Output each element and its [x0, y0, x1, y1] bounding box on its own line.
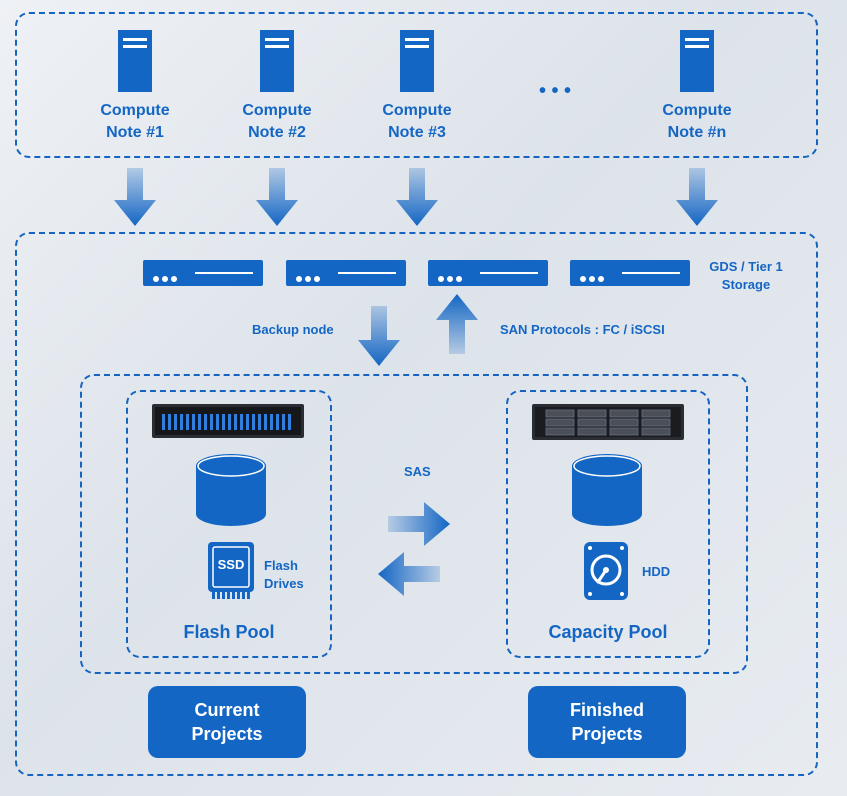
- flash-pool-title: Flash Pool: [183, 622, 275, 642]
- node-number: Note #n: [667, 124, 727, 141]
- storage-node: [428, 260, 548, 286]
- node-name: Compute: [662, 102, 732, 119]
- hdd-array-server-icon: [532, 404, 684, 440]
- current-projects-button[interactable]: Current Projects: [148, 686, 306, 758]
- button-label-line: Finished: [569, 700, 644, 720]
- down-arrow-icon: [114, 168, 156, 226]
- node-number: Note #3: [388, 124, 446, 141]
- ssd-text: SSD: [217, 557, 245, 572]
- node-name: Compute: [242, 102, 312, 119]
- ellipsis: • • •: [538, 80, 572, 102]
- finished-projects-button[interactable]: Finished Projects: [528, 686, 686, 758]
- storage-node: [143, 260, 263, 286]
- compute-node-label: Compute Note #n: [642, 100, 752, 144]
- status-dots-icon: [153, 269, 180, 287]
- compute-nodes-group: [15, 12, 818, 158]
- status-dots-icon: [438, 269, 465, 287]
- node-name: Compute: [382, 102, 452, 119]
- backup-node-label: Backup node: [252, 322, 334, 337]
- down-arrow-icon: [358, 306, 400, 366]
- flash-array-server-icon: [152, 404, 304, 438]
- status-dots-icon: [296, 269, 323, 287]
- button-label-line: Current: [194, 700, 260, 720]
- down-arrow-icon: [676, 168, 718, 226]
- button-label-line: Projects: [571, 724, 643, 744]
- hdd-label: HDD: [642, 564, 671, 579]
- database-icon: [572, 454, 642, 526]
- storage-node: [570, 260, 690, 286]
- storage-system-group: [15, 232, 818, 776]
- ssd-icon: [208, 542, 254, 599]
- compute-node-label: Compute Note #2: [222, 100, 332, 144]
- node-number: Note #1: [106, 124, 164, 141]
- capacity-pool-box: [506, 390, 710, 658]
- flash-pool-box: [126, 390, 332, 658]
- compute-node-label: Compute Note #3: [362, 100, 472, 144]
- drive-label-line: Flash: [264, 558, 298, 573]
- button-label-line: Projects: [191, 724, 263, 744]
- node-number: Note #2: [248, 124, 306, 141]
- left-arrow-icon: [378, 552, 440, 596]
- down-arrow-icon: [396, 168, 438, 226]
- hdd-icon: [584, 542, 628, 600]
- database-icon: [196, 454, 266, 526]
- tier-label-line: GDS / Tier 1: [709, 259, 783, 274]
- server-tower-icon: [680, 30, 714, 92]
- pools-group: [80, 374, 748, 674]
- storage-node: [286, 260, 406, 286]
- server-tower-icon: [400, 30, 434, 92]
- right-arrow-icon: [388, 502, 450, 546]
- down-arrow-icon: [256, 168, 298, 226]
- status-dots-icon: [580, 269, 607, 287]
- server-tower-icon: [118, 30, 152, 92]
- drive-label-line: Drives: [264, 576, 304, 591]
- tier-label-line: Storage: [721, 277, 771, 292]
- up-arrow-icon: [436, 294, 478, 354]
- san-protocols-label: SAN Protocols : FC / iSCSI: [500, 322, 665, 337]
- flash-drives-label: Flash Drives: [264, 557, 304, 593]
- capacity-pool-title: Capacity Pool: [548, 622, 668, 642]
- compute-node-label: Compute Note #1: [80, 100, 190, 144]
- server-tower-icon: [260, 30, 294, 92]
- sas-label: SAS: [404, 464, 431, 479]
- storage-tier-label: GDS / Tier 1 Storage: [700, 258, 792, 294]
- node-name: Compute: [100, 102, 170, 119]
